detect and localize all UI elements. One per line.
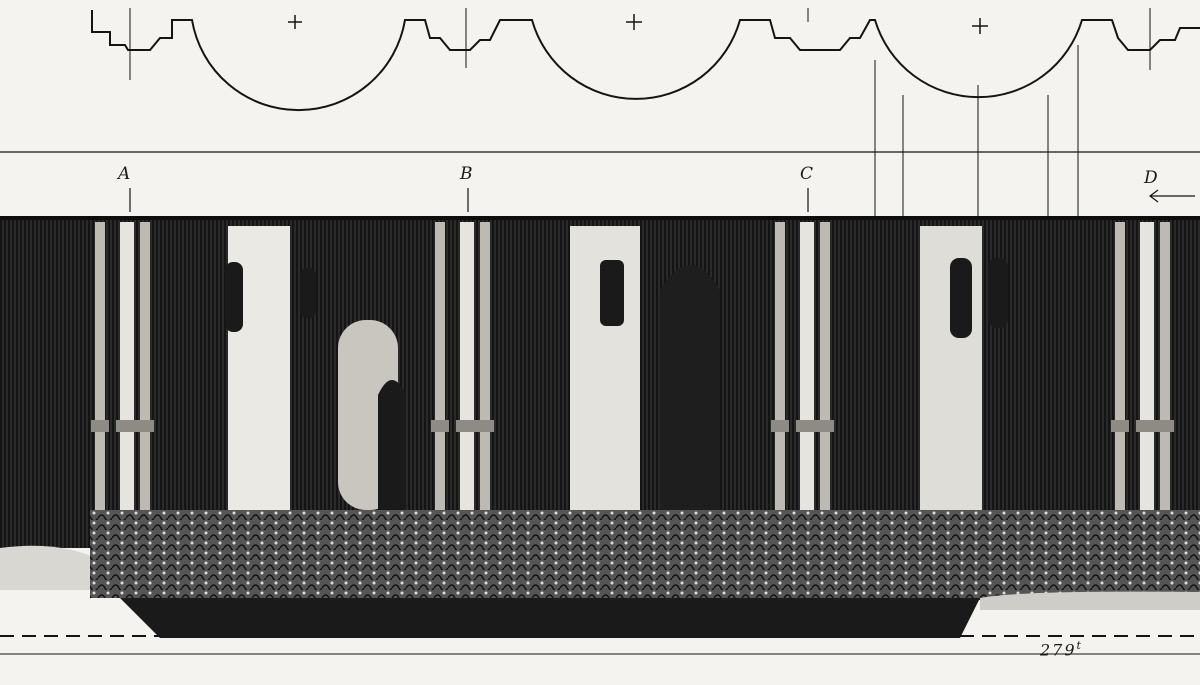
elevation-value: 279 bbox=[1040, 640, 1077, 660]
grid-label-c: C bbox=[800, 164, 814, 184]
grid-label-a: A bbox=[118, 164, 131, 184]
column-shaft bbox=[435, 222, 445, 552]
column-band bbox=[136, 420, 154, 432]
grid-label-d: D bbox=[1144, 168, 1158, 188]
column-band bbox=[796, 420, 818, 432]
column-band bbox=[1111, 420, 1129, 432]
column-shaft bbox=[800, 222, 814, 552]
column-shaft bbox=[1115, 222, 1125, 552]
elevation-mark: 279t bbox=[1040, 640, 1083, 658]
axis-ticks bbox=[129, 188, 1195, 212]
landscape-base bbox=[0, 510, 1200, 638]
column-band bbox=[816, 420, 834, 432]
floor-plan bbox=[91, 8, 1200, 220]
column-shaft bbox=[820, 222, 830, 552]
column-band bbox=[91, 420, 109, 432]
column-shaft bbox=[95, 222, 105, 552]
column-band bbox=[1156, 420, 1174, 432]
column-shaft bbox=[1140, 222, 1154, 552]
column-band bbox=[476, 420, 494, 432]
column-shaft bbox=[120, 222, 134, 552]
windows bbox=[225, 258, 1008, 338]
column-shaft bbox=[140, 222, 150, 552]
column-shaft bbox=[1160, 222, 1170, 552]
column-shaft bbox=[480, 222, 490, 552]
column-band bbox=[116, 420, 138, 432]
elevation-superscript: t bbox=[1076, 639, 1083, 652]
column-shaft bbox=[775, 222, 785, 552]
grid-label-b: B bbox=[460, 164, 473, 184]
columns bbox=[91, 222, 1174, 552]
column-band bbox=[771, 420, 789, 432]
column-band bbox=[431, 420, 449, 432]
column-band bbox=[456, 420, 478, 432]
column-band bbox=[1136, 420, 1158, 432]
column-shaft bbox=[460, 222, 474, 552]
